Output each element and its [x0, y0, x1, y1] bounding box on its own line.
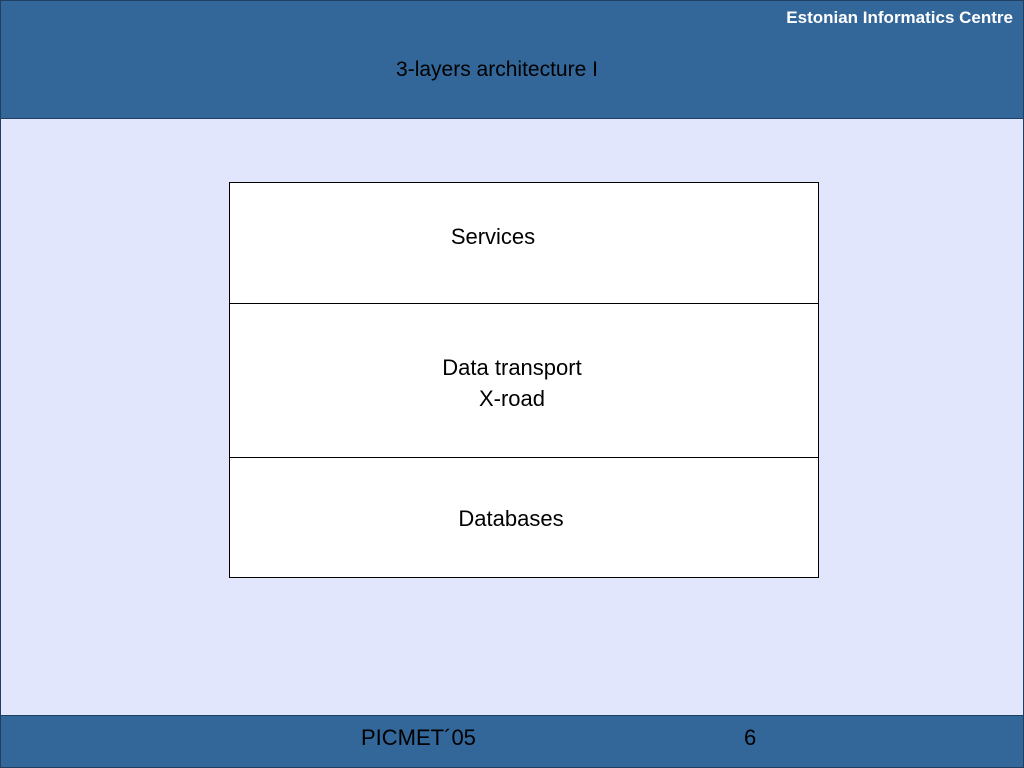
slide-title: 3-layers architecture I — [396, 58, 598, 81]
layer-databases-label: Databases — [458, 506, 564, 531]
layer-services: Services — [230, 183, 818, 304]
layer-data-transport-line-1: Data transport — [442, 355, 582, 380]
page-number: 6 — [744, 725, 757, 750]
layer-databases: Databases — [230, 458, 818, 577]
footer-bar: PICMET´05 6 — [0, 715, 1024, 768]
layer-stack: Services Data transport X-road Databases — [229, 182, 819, 578]
conference-label: PICMET´05 — [361, 725, 476, 750]
organization-name: Estonian Informatics Centre — [786, 8, 1013, 27]
layer-data-transport: Data transport X-road — [230, 304, 818, 458]
header-bar: Estonian Informatics Centre 3-layers arc… — [0, 0, 1024, 119]
layer-data-transport-label: Data transport X-road — [230, 352, 794, 414]
layer-services-label: Services — [450, 224, 536, 249]
layer-data-transport-line-2: X-road — [478, 386, 546, 411]
